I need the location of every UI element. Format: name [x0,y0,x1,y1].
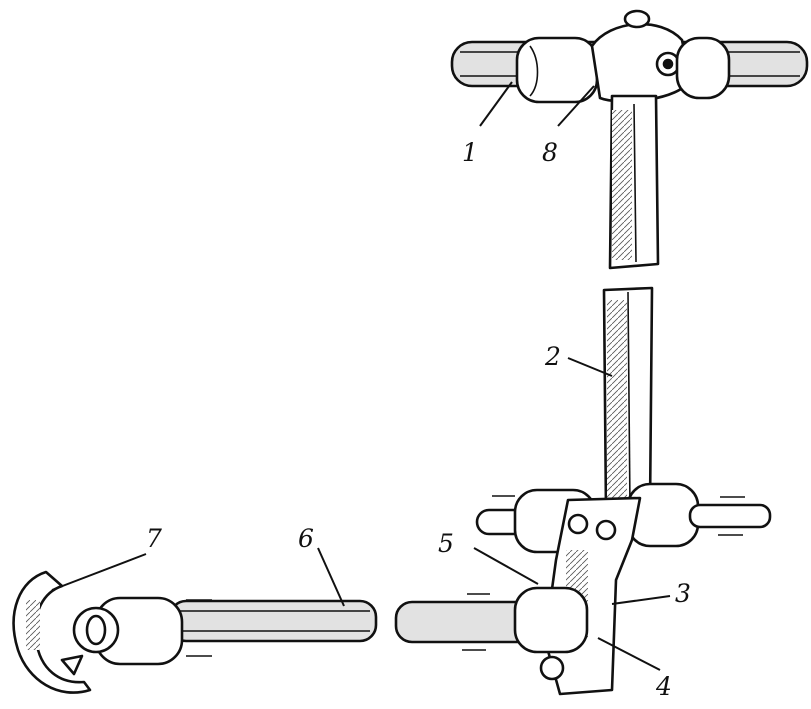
callout-2: 2 [544,342,561,371]
callout-5: 5 [438,529,454,558]
upper-bushing [515,36,599,104]
callout-labels: 1 2 3 4 5 6 7 8 [146,138,691,701]
upper-coupling [590,9,731,103]
leader-8 [557,85,595,127]
callout-7: 7 [146,524,162,553]
leader-6 [317,547,345,607]
right-shaft-segment [394,586,589,654]
callout-6: 6 [298,524,314,553]
upper-lever [608,94,660,270]
leader-7 [51,553,147,591]
leader-2 [567,357,613,377]
leader-5 [473,547,539,585]
vertical-rod [602,286,654,514]
leader-4 [597,637,661,671]
callout-1: 1 [462,138,478,167]
leader-lines [51,81,671,671]
left-shaft-segment [168,599,378,657]
callout-4: 4 [655,672,672,701]
leader-1 [479,81,513,127]
leader-3 [611,595,671,605]
callout-8: 8 [542,138,558,167]
hook-arm [12,570,184,694]
callout-3: 3 [675,579,691,608]
